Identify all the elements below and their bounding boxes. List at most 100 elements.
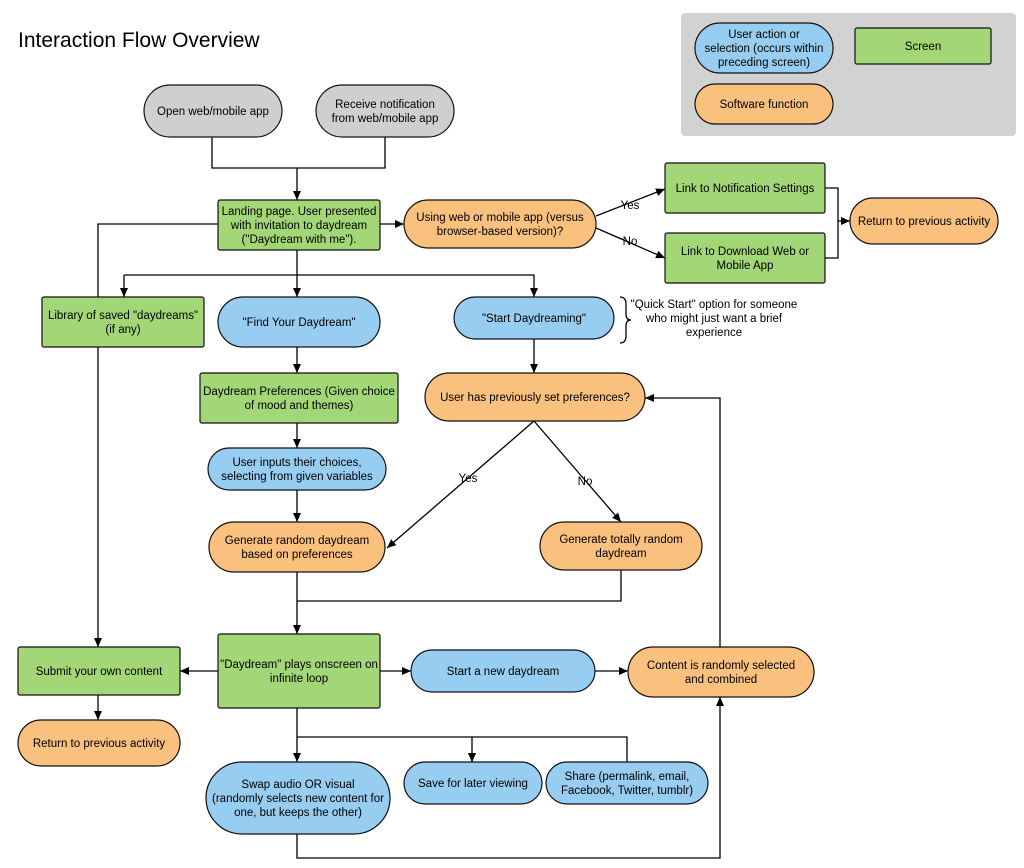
connector-bracket-to-return-top <box>825 187 850 259</box>
node-shape-share <box>545 761 709 805</box>
edge-label-yes-top: Yes <box>621 200 640 212</box>
node-label-return-previous-top: Return to previous activity <box>858 216 991 228</box>
connector-check-yes-to-generate-preferences <box>386 420 535 549</box>
connector-plays-bus-to-save <box>297 736 628 762</box>
connector-open-app-to-landing <box>211 137 301 200</box>
node-receive-notification: Receive notification from web/mobile app <box>315 84 455 138</box>
connectors <box>94 137 850 859</box>
node-label-start-new-daydream: Start a new daydream <box>447 666 560 678</box>
node-return-previous-top: Return to previous activity <box>849 197 999 245</box>
connector-check-no-to-download-app <box>595 227 666 259</box>
node-start-daydreaming: "Start Daydreaming" <box>453 296 615 340</box>
edge-label-no-top: No <box>623 236 638 248</box>
node-label-receive-notification: Receive notification <box>335 99 435 111</box>
legend-label-user-action: selection (occurs within <box>705 43 824 55</box>
connector-landing-to-library <box>94 223 218 647</box>
node-label-swap-audio-visual: Swap audio OR visual <box>241 779 354 791</box>
node-shape-generate-from-preferences <box>208 521 386 573</box>
node-shape-start-daydreaming <box>453 296 615 340</box>
node-label-save-later: Save for later viewing <box>418 778 528 790</box>
node-generate-totally-random: Generate totally random daydream <box>539 521 703 571</box>
quick-start-note: experience <box>686 327 742 339</box>
flow-nodes: Open web/mobile app Receive notification f… <box>17 84 999 835</box>
node-label-library-saved: Library of saved "daydreams" <box>48 310 198 322</box>
node-shape-link-notification-settings <box>664 162 826 214</box>
node-shape-start-new-daydream <box>410 649 596 693</box>
node-shape-daydream-plays <box>217 633 381 709</box>
legend-label-screen: Screen <box>905 41 941 53</box>
node-shape-landing-page <box>217 199 381 251</box>
node-label-content-randomly-selected: Content is randomly selected <box>647 660 795 672</box>
node-generate-from-preferences: Generate random daydream based on prefere… <box>208 521 386 573</box>
edge-label-no-mid: No <box>578 476 593 488</box>
node-shape-save-later <box>403 761 543 805</box>
legend-swatch-software-function <box>694 83 834 125</box>
node-label-using-app-check: Using web or mobile app (versus <box>416 212 584 224</box>
connector-swap-loop-to-content-random <box>296 697 724 859</box>
node-label-link-download-app: Link to Download Web or <box>681 246 809 258</box>
legend: User action or selection (occurs within pr… <box>681 13 1016 136</box>
legend-label-user-action: User action or <box>728 29 800 41</box>
node-label-swap-audio-visual: (randomly selects new content for <box>212 793 384 805</box>
node-open-app: Open web/mobile app <box>143 84 283 138</box>
node-label-daydream-preferences: Daydream Preferences (Given choice <box>203 386 395 398</box>
node-previously-set-preferences: User has previously set preferences? <box>424 372 646 422</box>
node-shape-link-download-app <box>664 232 826 284</box>
node-label-open-app: Open web/mobile app <box>157 106 269 118</box>
node-shape-swap-audio-visual <box>205 761 391 835</box>
legend-swatch-screen <box>854 27 992 65</box>
node-shape-generate-totally-random <box>539 521 703 571</box>
connector-check-yes-to-notification-settings <box>595 188 666 217</box>
node-shape-return-previous-top <box>849 197 999 245</box>
node-label-start-daydreaming: "Start Daydreaming" <box>482 313 586 325</box>
node-label-generate-totally-random: Generate totally random <box>559 534 682 546</box>
node-label-previously-set-preferences: User has previously set preferences? <box>440 392 630 404</box>
node-label-share: Facebook, Twitter, tumblr) <box>561 785 693 797</box>
node-label-share: Share (permalink, email, <box>565 771 690 783</box>
node-shape-receive-notification <box>315 84 455 138</box>
node-label-using-app-check: browser-based version)? <box>437 226 564 238</box>
node-label-landing-page: Landing page. User presented <box>222 206 377 218</box>
node-label-daydream-plays: "Daydream" plays onscreen on <box>220 659 378 671</box>
node-label-submit-own-content: Submit your own content <box>36 666 163 678</box>
node-label-landing-page: ("Daydream with me"). <box>242 234 357 246</box>
diagram-title: Interaction Flow Overview <box>18 29 260 52</box>
connector-check-no-to-generate-random <box>533 420 622 523</box>
node-shape-user-inputs-choices <box>207 447 387 491</box>
node-link-notification-settings: Link to Notification Settings <box>664 162 826 214</box>
connector-bus-to-find-daydream <box>124 274 301 297</box>
node-label-daydream-preferences: of mood and themes) <box>245 400 354 412</box>
node-label-user-inputs-choices: selecting from given variables <box>221 471 373 483</box>
node-label-user-inputs-choices: User inputs their choices, <box>232 457 361 469</box>
node-label-generate-totally-random: daydream <box>595 548 646 560</box>
node-submit-own-content: Submit your own content <box>17 646 181 696</box>
node-swap-audio-visual: Swap audio OR visual (randomly selects ne… <box>205 761 391 835</box>
node-return-previous-bottom: Return to previous activity <box>17 719 181 767</box>
node-user-inputs-choices: User inputs their choices, selecting from… <box>207 447 387 491</box>
node-shape-library-saved <box>41 296 205 348</box>
node-label-generate-from-preferences: Generate random daydream <box>225 535 369 547</box>
node-label-return-previous-bottom: Return to previous activity <box>33 738 166 750</box>
node-label-swap-audio-visual: one, but keeps the other) <box>234 807 362 819</box>
legend-label-software-function: Software function <box>720 99 809 111</box>
connector-notification-to-landing <box>297 137 386 169</box>
node-shape-submit-own-content <box>17 646 181 696</box>
node-daydream-preferences: Daydream Preferences (Given choice of moo… <box>199 372 399 424</box>
node-shape-using-app-check <box>403 199 597 249</box>
node-label-receive-notification: from web/mobile app <box>332 113 439 125</box>
node-shape-content-randomly-selected <box>627 646 815 698</box>
node-label-generate-from-preferences: based on preferences <box>241 549 352 561</box>
node-shape-daydream-preferences <box>199 372 399 424</box>
node-share: Share (permalink, email, Facebook, Twitte… <box>545 761 709 805</box>
node-label-library-saved: (if any) <box>105 324 140 336</box>
node-shape-previously-set-preferences <box>424 372 646 422</box>
node-library-saved: Library of saved "daydreams" (if any) <box>41 296 205 348</box>
node-shape-find-your-daydream <box>217 296 381 348</box>
quick-start-note: who might just want a brief <box>645 313 783 325</box>
legend-label-user-action: preceding screen) <box>718 57 810 69</box>
